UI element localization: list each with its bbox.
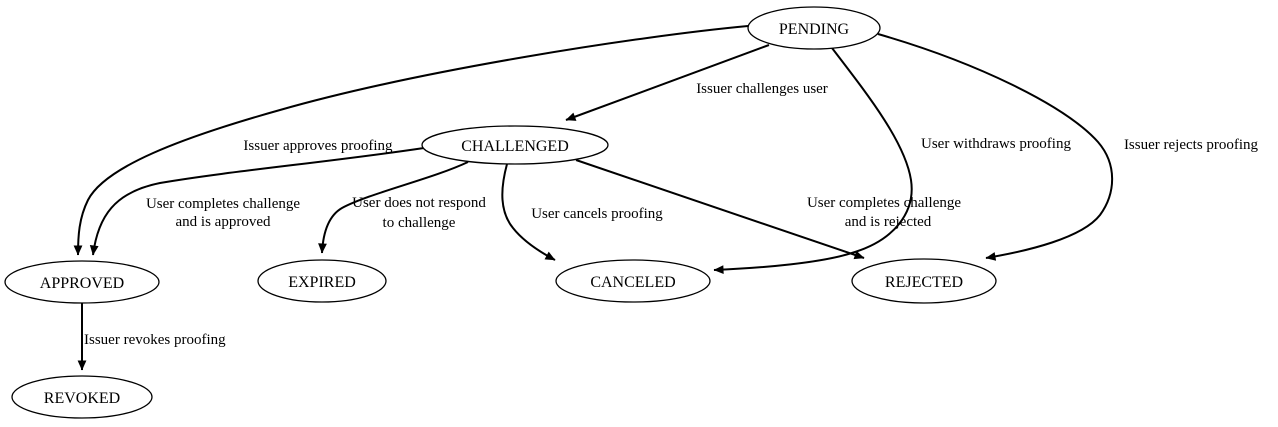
edge-label-user-cancels-proofing: User cancels proofing: [531, 206, 663, 222]
node-challenged: CHALLENGED: [421, 125, 609, 165]
edge-label-user-completes-challenge-rejected-line2: and is rejected: [845, 214, 932, 230]
node-rejected: REJECTED: [851, 258, 997, 304]
node-revoked-label: REVOKED: [44, 390, 120, 407]
edge-label-issuer-revokes-proofing: Issuer revokes proofing: [84, 332, 226, 348]
edge-label-user-withdraws-proofing: User withdraws proofing: [921, 136, 1071, 152]
node-canceled: CANCELED: [555, 259, 711, 303]
edge-challenged-to-canceled: [501, 163, 556, 261]
edge-label-user-completes-challenge-approved-line2: and is approved: [176, 214, 271, 230]
node-revoked-shape: [11, 375, 153, 419]
edge-label-user-completes-challenge-approved-line1: User completes challenge: [146, 196, 300, 212]
node-canceled-label: CANCELED: [590, 274, 675, 291]
node-rejected-shape: [851, 258, 997, 304]
node-challenged-label: CHALLENGED: [461, 138, 569, 155]
edge-challenged-to-rejected: [575, 159, 865, 260]
node-rejected-label: REJECTED: [885, 274, 963, 291]
node-approved: APPROVED: [4, 260, 160, 304]
edge-label-issuer-challenges-user: Issuer challenges user: [696, 81, 828, 97]
node-pending: PENDING: [747, 6, 881, 50]
edge-label-user-completes-challenge-rejected-line1: User completes challenge: [807, 195, 961, 211]
edge-pending-to-canceled: [713, 47, 913, 275]
node-canceled-shape: [555, 259, 711, 303]
edge-challenged-to-approved: [89, 147, 425, 256]
edge-label-user-does-not-respond-line2: to challenge: [383, 215, 456, 231]
edge-pending-to-challenged: [565, 44, 770, 121]
node-expired-label: EXPIRED: [288, 274, 356, 291]
edge-label-issuer-rejects-proofing: Issuer rejects proofing: [1124, 137, 1259, 153]
node-approved-label: APPROVED: [40, 275, 124, 292]
node-expired-shape: [257, 259, 387, 303]
edge-pending-to-approved: [73, 25, 749, 256]
edge-challenged-to-expired: [318, 161, 469, 254]
edge-pending-to-rejected: [877, 33, 1114, 261]
node-challenged-shape: [421, 125, 609, 165]
edge-label-issuer-approves-proofing: Issuer approves proofing: [243, 138, 393, 154]
node-revoked: REVOKED: [11, 375, 153, 419]
node-pending-shape: [747, 6, 881, 50]
node-expired: EXPIRED: [257, 259, 387, 303]
node-pending-label: PENDING: [779, 21, 850, 38]
node-approved-shape: [4, 260, 160, 304]
edge-label-user-does-not-respond-line1: User does not respond: [352, 195, 486, 211]
